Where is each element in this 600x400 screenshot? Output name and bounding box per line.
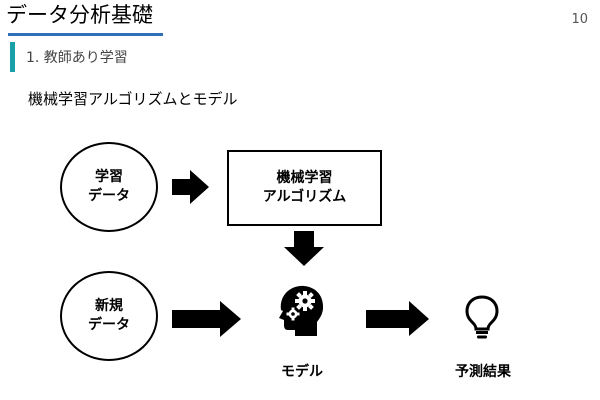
subheading: 機械学習アルゴリズムとモデル [28, 90, 238, 108]
model-label: モデル [281, 364, 323, 380]
arrow-right-training [172, 170, 209, 204]
page-number: 10 [571, 12, 588, 27]
result-label: 予測結果 [455, 364, 511, 380]
new-data-node: 新規 データ [60, 271, 158, 361]
algorithm-node: 機械学習 アルゴリズム [227, 150, 382, 226]
new-data-line2: データ [88, 317, 130, 333]
training-data-node: 学習 データ [60, 142, 158, 232]
section-heading: 1. 教師あり学習 [26, 50, 128, 66]
head-gears-icon [279, 285, 324, 336]
lightbulb-icon [465, 295, 499, 339]
section-accent-bar [10, 42, 15, 72]
arrow-right-new-data [172, 301, 241, 337]
algorithm-line2: アルゴリズム [262, 189, 347, 205]
training-data-line1: 学習 [95, 169, 123, 185]
algorithm-line1: 機械学習 [276, 170, 333, 186]
arrow-right-model [366, 301, 429, 336]
title-underline [8, 33, 163, 36]
page-title: データ分析基礎 [6, 3, 153, 27]
arrow-down-algorithm [284, 231, 324, 266]
new-data-line1: 新規 [95, 298, 123, 314]
training-data-line2: データ [88, 188, 130, 204]
